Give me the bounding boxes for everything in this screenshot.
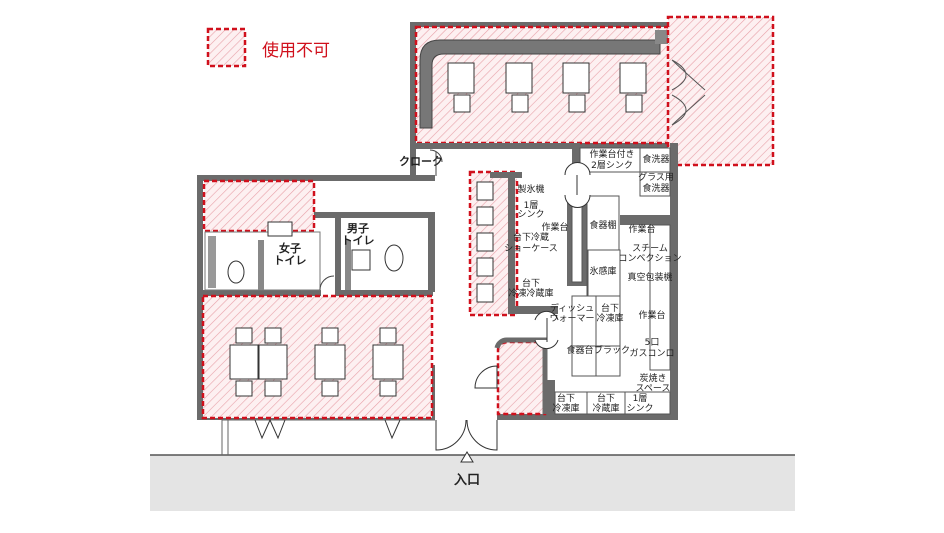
label-worktable-right: 作業台 (628, 223, 655, 235)
label-sink1: 1層 (524, 200, 539, 211)
label-sink1-2: シンク (517, 209, 544, 220)
storage-unavailable (202, 179, 316, 233)
annex-terrace (666, 15, 775, 167)
toilet-icon (227, 260, 245, 284)
entrance-arrow-icon (460, 451, 474, 463)
swing-door-icon (564, 162, 591, 208)
label-freezer-mid: 台下 (601, 302, 619, 314)
label-charcoal: 炭焼き (639, 373, 666, 384)
swing-door-icon (534, 311, 559, 349)
lower-dining-room (201, 294, 434, 440)
legend: 使用不可 (206, 27, 330, 68)
womens-toilet-label-2: トイレ (274, 254, 307, 267)
label-gas-stove-2: ガスコンロ (629, 348, 674, 359)
lower-tables (229, 327, 404, 397)
label-ice-machine: 製氷機 (517, 183, 544, 195)
label-freezer-fridge: 台下 (522, 277, 540, 289)
label-rack: ブラック (594, 344, 630, 356)
label-fridge-bottom-2: 冷蔵庫 (592, 402, 619, 414)
street (150, 455, 795, 511)
label-dish-warmer: ディッシュ (550, 302, 594, 314)
label-sink2: 作業台付き (589, 148, 634, 160)
label-fridge-bottom: 台下 (597, 392, 615, 404)
label-worktable: 作業台 (541, 221, 568, 233)
label-showcase-2: ショーケース (504, 243, 558, 254)
window-icon (254, 418, 401, 440)
mens-toilet-label-2: トイレ (342, 234, 375, 247)
toilet-icon (384, 244, 404, 272)
label-gas-stove: 5口 (645, 338, 660, 348)
cloak-label: クローク (399, 155, 443, 168)
womens-toilet-label: 女子 (279, 241, 301, 255)
legend-swatch (206, 27, 247, 68)
label-ice-storage: 氷感庫 (589, 265, 616, 277)
door-icon (474, 365, 498, 389)
legend-label: 使用不可 (262, 40, 330, 61)
label-dish-warmer-2: ウォーマー (549, 313, 594, 324)
label-steam-convection: スチーム (632, 243, 668, 254)
upper-dining-room (410, 22, 675, 148)
label-dish-table: 食器台 (566, 344, 593, 356)
counter (419, 39, 661, 129)
label-dishwasher: 食洗器 (642, 153, 669, 165)
label-freezer-bottom: 台下 (557, 392, 575, 404)
label-glass-dishwasher: グラス用 (638, 171, 674, 183)
label-vacuum-packer: 真空包装機 (627, 271, 672, 283)
label-sink2-2: 2層シンク (591, 160, 633, 171)
label-steam-convection-2: コンベクション (618, 253, 681, 264)
label-showcase: 台下冷蔵 (513, 231, 549, 243)
label-glass-dishwasher-2: 食洗器 (642, 182, 669, 194)
label-freezer-bottom-2: 冷凍庫 (552, 402, 579, 414)
bar-counter (468, 170, 558, 317)
sink-icon (351, 249, 371, 271)
sink-icon (267, 221, 293, 237)
entrance: 入口 (435, 419, 498, 488)
mens-toilet-label: 男子 (347, 222, 369, 235)
label-cupboard: 食器棚 (589, 219, 616, 231)
kitchen: 作業台付き 2層シンク 食洗器 グラス用 食洗器 製氷機 1層 シンク 台下冷蔵… (474, 147, 682, 416)
label-freezer-fridge-2: 冷凍冷蔵庫 (508, 287, 553, 299)
label-sink1-bottom: 1層 (633, 393, 648, 404)
label-freezer-mid-2: 冷凍庫 (596, 312, 623, 324)
entrance-door-icon (435, 419, 498, 451)
entrance-label: 入口 (454, 473, 480, 488)
label-sink1-bottom-2: シンク (626, 403, 653, 414)
double-door-icon (671, 59, 706, 126)
exterior-line (221, 419, 435, 455)
label-charcoal-2: スペース (636, 384, 671, 394)
upper-tables (447, 62, 647, 113)
restrooms: 女子 トイレ 男子 トイレ (204, 221, 404, 291)
label-worktable-right2: 作業台 (638, 309, 665, 321)
